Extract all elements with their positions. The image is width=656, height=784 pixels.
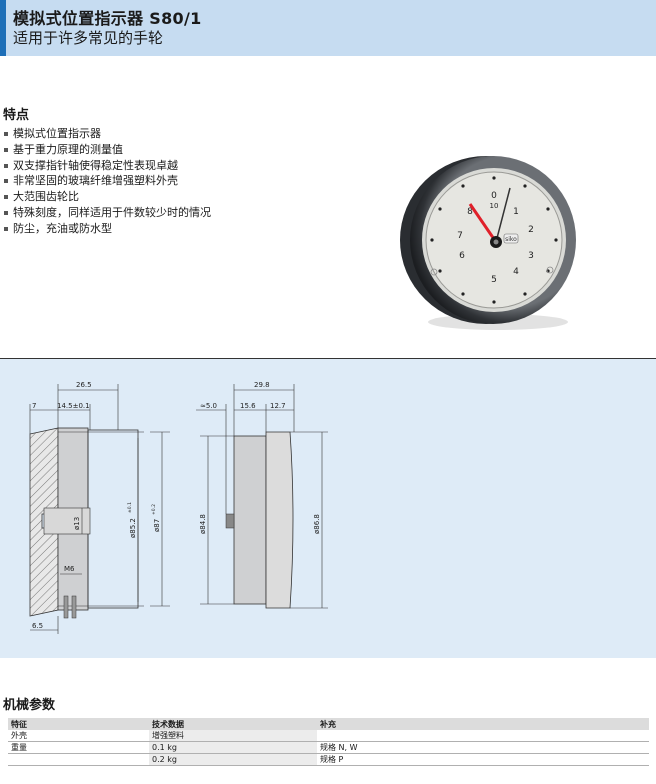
table-cell bbox=[317, 730, 649, 742]
dial-number: 2 bbox=[528, 225, 534, 235]
dim-7: 7 bbox=[32, 402, 36, 410]
dim-5: ≈5.0 bbox=[200, 402, 217, 410]
feature-item: 特殊刻度，同样适用于件数较少时的情况 bbox=[3, 205, 211, 221]
feature-item: 基于重力原理的测量值 bbox=[3, 142, 211, 158]
black-pointer bbox=[495, 187, 511, 243]
dimension-drawing: 26.5 7 14.5±0.1 ø13 ø85.2 ±0.1 ø87 +0.2 … bbox=[29, 381, 328, 634]
siko-logo bbox=[503, 233, 519, 244]
dim-d13: ø13 bbox=[73, 517, 81, 530]
dial-number: 4 bbox=[513, 267, 519, 277]
table-cell: 0.1 kg bbox=[149, 741, 317, 754]
feature-item: 非常坚固的玻璃纤维增强塑料外壳 bbox=[3, 173, 211, 189]
dial-number: 1 bbox=[513, 207, 519, 217]
dim-6-5: 6.5 bbox=[32, 622, 43, 630]
header-accent-bar bbox=[0, 0, 6, 56]
dim-d87: ø87 bbox=[153, 519, 161, 532]
dial-number: 7 bbox=[457, 231, 463, 241]
column-header: 技术数据 bbox=[149, 718, 317, 730]
logo-text: siko bbox=[505, 236, 517, 243]
dial-number: 6 bbox=[459, 251, 465, 261]
table-cell: 增强塑料 bbox=[149, 730, 317, 742]
dim-12-7: 12.7 bbox=[270, 402, 286, 410]
table-row: 重量 0.1 kg 规格 N, W bbox=[8, 741, 649, 754]
dim-26-5: 26.5 bbox=[76, 381, 92, 389]
dim-d85-2: ø85.2 bbox=[129, 518, 137, 538]
product-photo: 0 10 1 2 3 4 5 6 7 8 siko bbox=[400, 156, 576, 330]
mechanical-table: 特征 技术数据 补充 外壳 增强塑料 重量 0.1 kg 规格 N, W 0.2… bbox=[8, 718, 649, 766]
table-row: 外壳 增强塑料 bbox=[8, 730, 649, 742]
technical-drawing: 26.5 7 14.5±0.1 ø13 ø85.2 ±0.1 ø87 +0.2 … bbox=[0, 358, 656, 658]
table-header-row: 特征 技术数据 补充 bbox=[8, 718, 649, 730]
page-header: 模拟式位置指示器 S80/1 适用于许多常见的手轮 bbox=[0, 0, 656, 56]
dial-number: 8 bbox=[467, 207, 473, 217]
table-cell bbox=[8, 753, 149, 766]
table-cell: 重量 bbox=[8, 741, 149, 754]
dim-d87-tolerance: +0.2 bbox=[151, 504, 157, 515]
dial-number: 3 bbox=[528, 251, 534, 261]
dim-29-8: 29.8 bbox=[254, 381, 270, 389]
table-row: 0.2 kg 规格 P bbox=[8, 753, 649, 766]
features-list: 模拟式位置指示器 基于重力原理的测量值 双支撑指针轴使得稳定性表现卓越 非常坚固… bbox=[3, 126, 211, 237]
red-pointer bbox=[468, 203, 498, 243]
dial-number: 5 bbox=[491, 275, 497, 285]
dim-m6: M6 bbox=[64, 565, 75, 573]
mechanical-heading: 机械参数 bbox=[3, 698, 56, 713]
dim-d86-8: ø86.8 bbox=[313, 514, 321, 534]
dial-number: 10 bbox=[490, 202, 499, 210]
table-cell: 规格 N, W bbox=[317, 741, 649, 754]
table-cell: 外壳 bbox=[8, 730, 149, 742]
column-header: 补充 bbox=[317, 718, 649, 730]
column-header: 特征 bbox=[8, 718, 149, 730]
dim-15-6: 15.6 bbox=[240, 402, 256, 410]
feature-item: 模拟式位置指示器 bbox=[3, 126, 211, 142]
table-cell: 规格 P bbox=[317, 753, 649, 766]
features-heading: 特点 bbox=[3, 108, 30, 123]
dim-d84-8: ø84.8 bbox=[199, 514, 207, 534]
product-title: 模拟式位置指示器 S80/1 bbox=[13, 9, 202, 28]
feature-item: 大范围齿轮比 bbox=[3, 189, 211, 205]
feature-item: 双支撑指针轴使得稳定性表现卓越 bbox=[3, 158, 211, 174]
product-subtitle: 适用于许多常见的手轮 bbox=[13, 29, 164, 47]
dim-d85-2-tolerance: ±0.1 bbox=[127, 502, 133, 513]
dial-number: 0 bbox=[491, 191, 497, 201]
table-cell: 0.2 kg bbox=[149, 753, 317, 766]
feature-item: 防尘，充油或防水型 bbox=[3, 221, 211, 237]
section-divider bbox=[0, 358, 656, 359]
dim-14-5: 14.5±0.1 bbox=[57, 402, 90, 410]
